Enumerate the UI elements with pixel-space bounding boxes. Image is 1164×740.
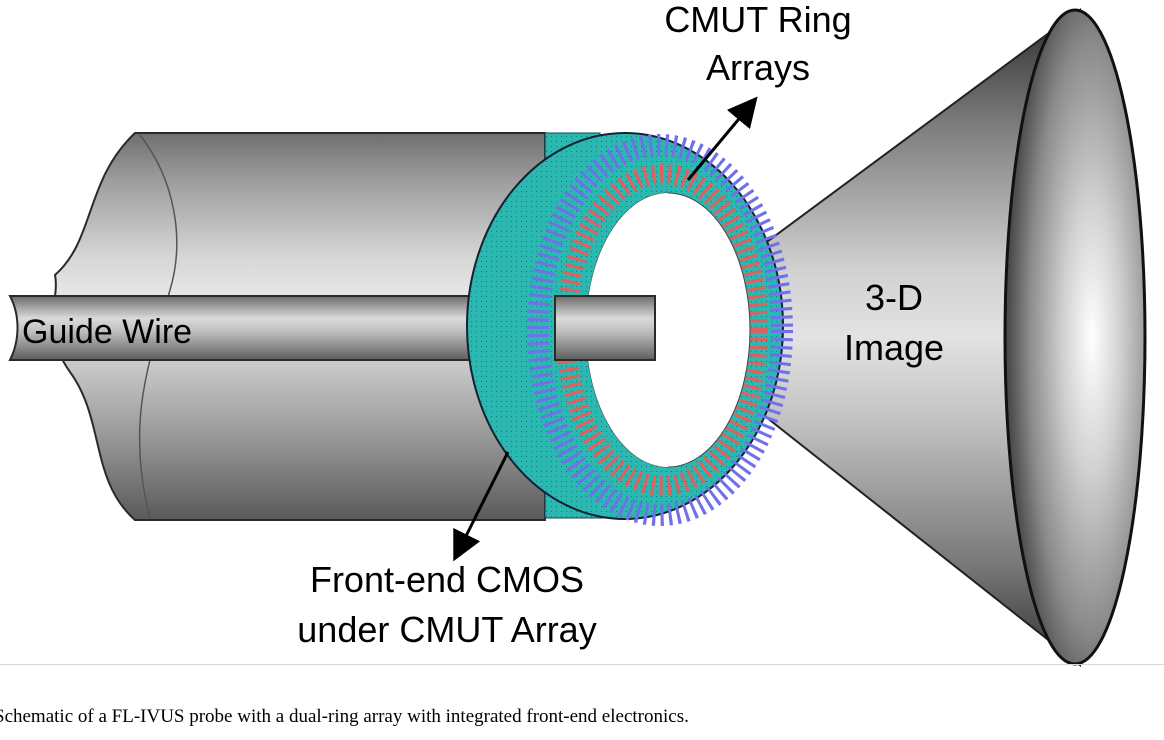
image-label-line2: Image <box>844 327 944 368</box>
outer-cmut-ring <box>527 134 793 526</box>
cmut-arrow <box>686 96 758 181</box>
front-end-cmos-label-line1: Front-end CMOS <box>310 559 584 600</box>
image-cone-disk <box>1003 8 1147 666</box>
image-label-line1: 3-D <box>865 277 923 318</box>
guide-wire-tip <box>554 295 656 361</box>
cmut-ring-arrays-label-line1: CMUT Ring <box>664 0 851 40</box>
divider <box>0 664 1164 665</box>
front-end-cmos-label-line2: under CMUT Array <box>297 609 596 650</box>
guide-wire-label: Guide Wire <box>22 313 192 351</box>
cmos-arrow <box>453 451 510 562</box>
cmut-ring-arrays-label-line2: Arrays <box>706 47 810 88</box>
image-cone <box>650 8 1147 668</box>
figure-caption: Schematic of a FL-IVUS probe with a dual… <box>0 706 689 727</box>
